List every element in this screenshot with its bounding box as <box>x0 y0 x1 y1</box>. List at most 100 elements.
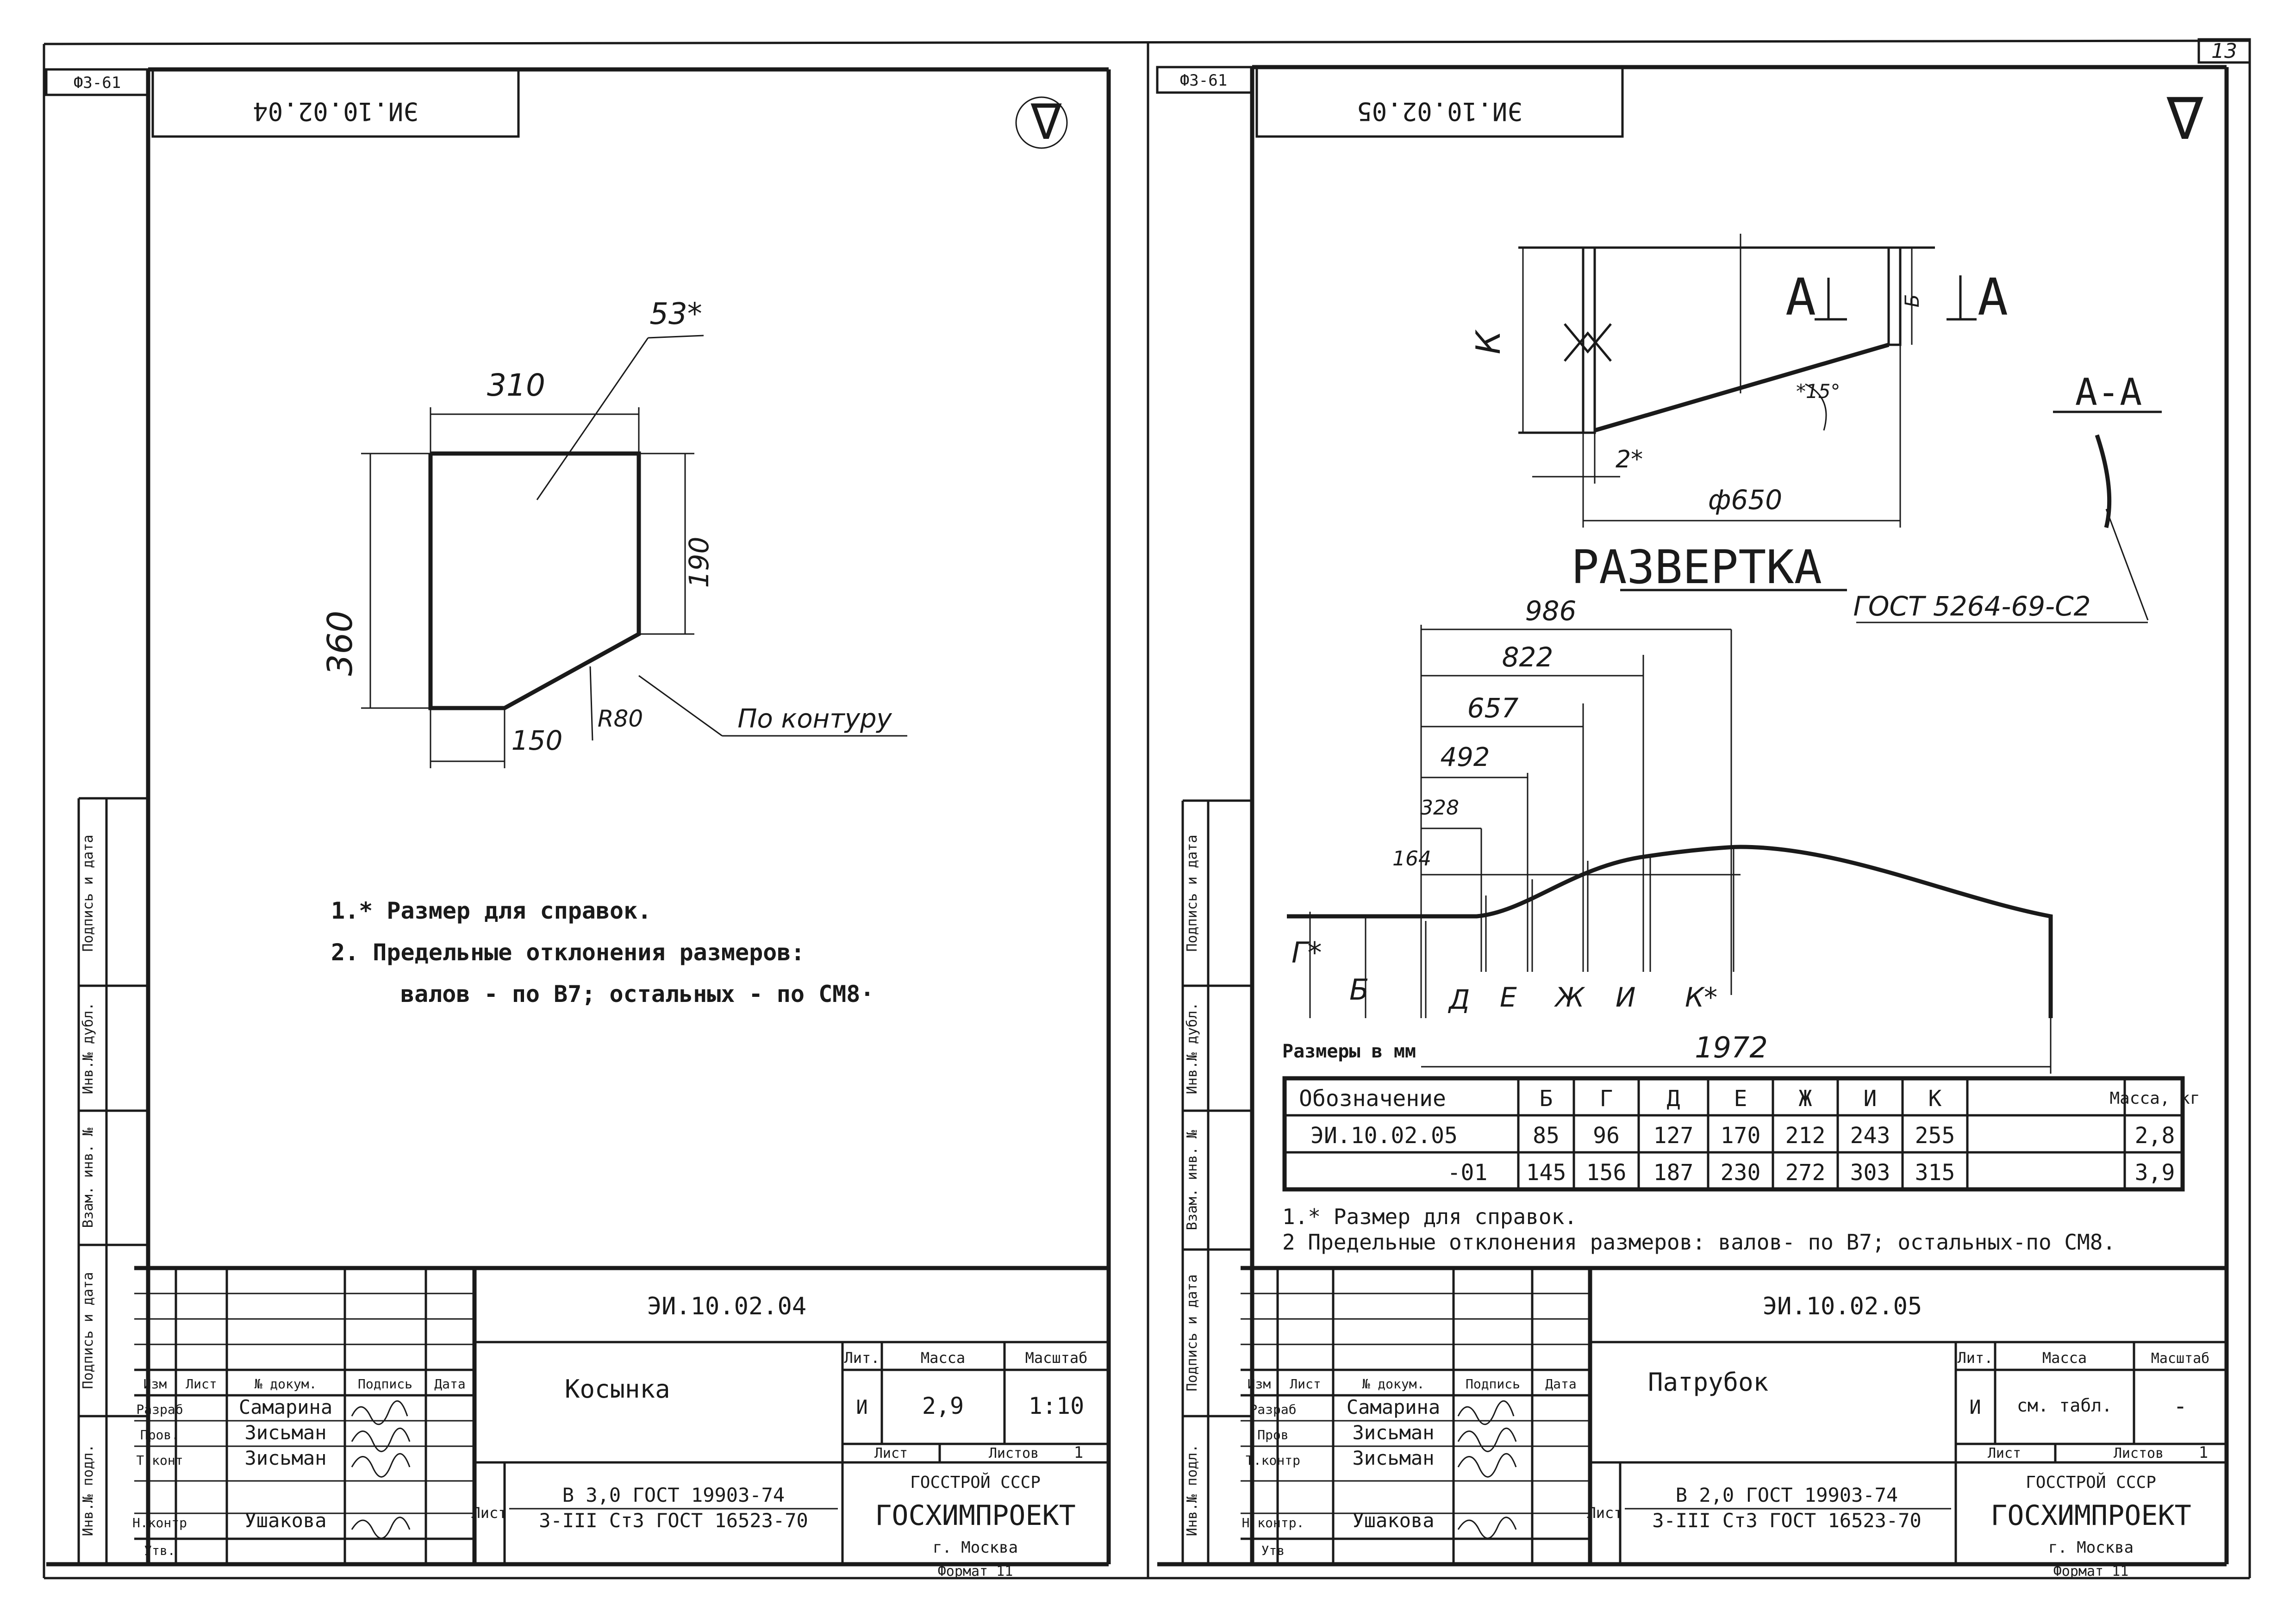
role-1: Разраб <box>1249 1402 1296 1417</box>
dim-164: 164 <box>1392 847 1431 871</box>
dim-492: 492 <box>1441 742 1490 772</box>
section-a-right: A <box>1978 267 2008 327</box>
row2-e: 230 <box>1721 1160 1761 1186</box>
tb-lit-label: Лит. <box>1957 1349 1993 1367</box>
tb-city: г. Москва <box>2048 1538 2134 1557</box>
tb-scale: 1:10 <box>1029 1393 1084 1419</box>
side-label-4: Подпись и дата <box>80 1272 96 1389</box>
tb-sheets-label: Листов <box>989 1445 1039 1461</box>
tb-header-sign: Подпись <box>358 1376 412 1392</box>
top-code: ЭИ.10.02.04 <box>253 97 418 126</box>
letter-b: Б <box>1349 973 1369 1007</box>
side-label-5: Инв.№ подл. <box>1184 1444 1200 1536</box>
signature-4 <box>1457 1517 1517 1539</box>
signature-1 <box>1457 1400 1515 1425</box>
tb-org2: ГОСХИМПРОЕКТ <box>875 1499 1075 1532</box>
tb-mass: см. табл. <box>2017 1395 2112 1416</box>
tb-lit-label: Лит. <box>844 1349 880 1367</box>
tb-header-list: Лист <box>1290 1376 1321 1392</box>
tb-scale-label: Масштаб <box>1025 1349 1088 1367</box>
note-3: валов - по В7; остальных - по СМ8· <box>400 981 874 1007</box>
top-code: ЭИ.10.02.05 <box>1357 97 1522 126</box>
tb-sheets-label: Листов <box>2114 1445 2164 1461</box>
tb-scale-label: Масштаб <box>2151 1350 2209 1367</box>
row1-designation: ЭИ.10.02.05 <box>1310 1123 1458 1149</box>
signature-2 <box>351 1427 411 1452</box>
person-3: Зисьман <box>1352 1447 1434 1469</box>
role-2: Пров <box>1257 1427 1288 1443</box>
section-a-left: A <box>1785 267 1816 327</box>
section-title: А-А <box>2075 371 2142 414</box>
row1-e: 170 <box>1721 1123 1761 1149</box>
letter-k: К* <box>1685 982 1717 1013</box>
note-1: 1.* Размер для справок. <box>1282 1204 1577 1229</box>
dim-986: 986 <box>1525 595 1577 627</box>
tb-org2: ГОСХИМПРОЕКТ <box>1990 1499 2191 1532</box>
row2-mass: 3,9 <box>2135 1160 2175 1186</box>
row2-d: 187 <box>1653 1160 1694 1186</box>
row2-b: 145 <box>1526 1160 1566 1186</box>
tb-sheets: 1 <box>1074 1443 1083 1462</box>
role-4: Н.контр. <box>1242 1515 1304 1530</box>
note-2: 2. Предельные отклонения размеров: <box>331 939 805 966</box>
side-label-3: Взам. инв. № <box>1184 1130 1200 1231</box>
person-2: Зисьман <box>244 1421 326 1444</box>
side-stamp: Подпись и дата Инв.№ дубл. Взам. инв. № … <box>1181 799 1252 1564</box>
row2-i: 303 <box>1850 1160 1890 1186</box>
th-e: Е <box>1734 1086 1747 1112</box>
person-4: Ушакова <box>1352 1509 1434 1532</box>
unfold-drawing: 986 822 657 492 328 164 Г* Б Д Е Ж И К* … <box>1282 595 2053 1074</box>
side-label-2: Инв.№ дубл. <box>1184 1002 1200 1094</box>
label-k: К <box>1469 330 1508 354</box>
signature-3 <box>351 1453 411 1478</box>
tb-material-1: В 3,0 ГОСТ 19903-74 <box>562 1484 785 1506</box>
tb-header-izm: Изм <box>1248 1376 1271 1392</box>
section-profile <box>2095 434 2112 529</box>
row1-zh: 212 <box>1785 1123 1826 1149</box>
th-designation: Обозначение <box>1299 1086 1446 1112</box>
role-5: Утв <box>1261 1543 1285 1558</box>
row2-zh: 272 <box>1785 1160 1826 1186</box>
side-label-3: Взам. инв. № <box>80 1128 96 1228</box>
roughness-icon: ∇ <box>2166 83 2203 153</box>
tb-format: Формат 11 <box>938 1563 1013 1579</box>
th-d: Д <box>1667 1086 1680 1112</box>
tb-header-list: Лист <box>186 1376 217 1392</box>
outer-frame <box>43 38 2251 1579</box>
right-sheet: Ф3-61 ЭИ.10.02.05 ∇ К Б A A <box>1156 65 2229 1579</box>
weld-symbol <box>1564 323 1612 362</box>
tb-material-label: Лист <box>471 1504 507 1522</box>
person-1: Самарина <box>1347 1396 1440 1418</box>
unfold-title: РАЗВЕРТКА <box>1571 540 1822 594</box>
tb-material-1: В 2,0 ГОСТ 19903-74 <box>1676 1484 1898 1506</box>
tb-mass-label: Масса <box>2042 1349 2087 1367</box>
side-label-4: Подпись и дата <box>1184 1275 1200 1392</box>
dim-2: 2* <box>1616 446 1643 473</box>
dimensions-table: Обозначение Б Г Д Е Ж И К Масса, кг ЭИ.1… <box>1282 1076 2200 1192</box>
side-stamp: Подпись и дата Инв.№ дубл. Взам. инв. № … <box>77 797 148 1564</box>
tb-material-2: 3-III Ст3 ГОСТ 16523-70 <box>539 1509 808 1532</box>
title-block: Изм Лист № докум. Подпись Дата Разраб Са… <box>132 1266 1109 1579</box>
row1-d: 127 <box>1653 1123 1694 1149</box>
tb-lit: И <box>1969 1396 1981 1418</box>
letter-zh: Ж <box>1554 982 1585 1013</box>
row2-designation: -01 <box>1447 1160 1488 1186</box>
corner-code: Ф3-61 <box>74 74 121 92</box>
tb-sheet-label: Лист <box>1988 1445 2021 1461</box>
row1-k: 255 <box>1915 1123 1955 1149</box>
note-1: 1.* Размер для справок. <box>331 897 651 924</box>
dim-150: 150 <box>512 725 563 756</box>
tb-format: Формат 11 <box>2053 1563 2129 1579</box>
tb-header-date: Дата <box>1545 1376 1576 1392</box>
side-label-1: Подпись и дата <box>80 835 96 952</box>
role-3: Т.контр <box>1246 1453 1300 1468</box>
person-1: Самарина <box>239 1396 332 1418</box>
tb-sheet-label: Лист <box>874 1445 908 1461</box>
th-g: Г <box>1600 1086 1613 1112</box>
th-b: Б <box>1540 1086 1553 1112</box>
tb-sheets: 1 <box>2199 1443 2208 1462</box>
person-3: Зисьман <box>244 1447 326 1469</box>
pipe-drawing: К Б A A *15° 2* ф650 А-А <box>1469 234 2162 623</box>
sizes-note: Размеры в мм <box>1282 1041 1416 1062</box>
